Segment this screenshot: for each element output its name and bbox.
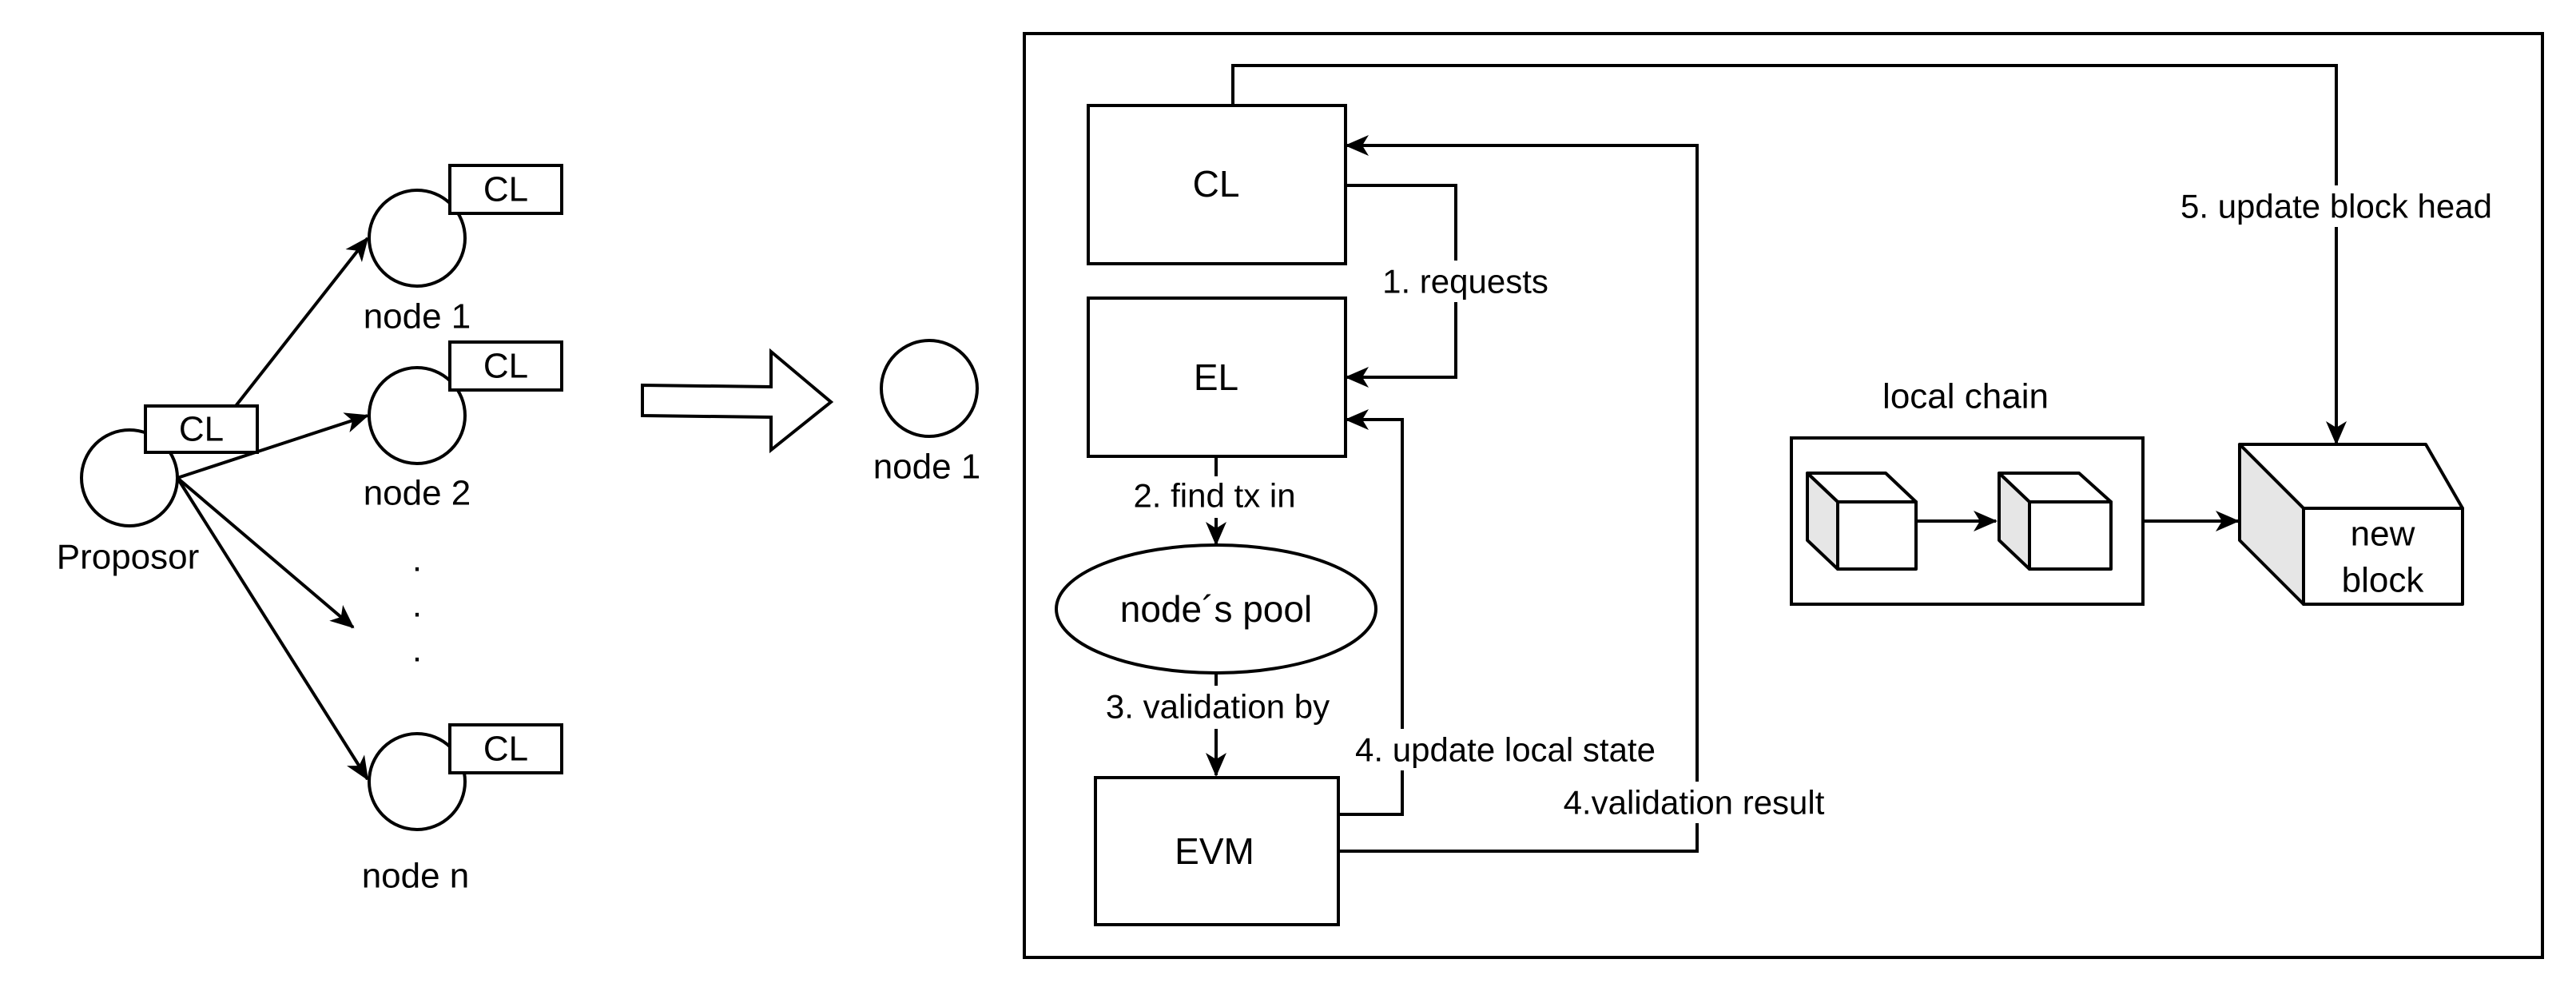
edge-proposer-noden	[176, 476, 369, 781]
node-1-cl-tag: CL	[483, 170, 528, 209]
node-1-label: node 1	[364, 297, 471, 336]
step-validation-by: 3. validation by	[1106, 688, 1330, 726]
chain-block-1	[1806, 472, 1918, 571]
proposer-node: CL	[80, 404, 259, 527]
proposer-cl-tag: CL	[179, 410, 224, 449]
step-validation-result: 4.validation result	[1564, 784, 1825, 822]
step-find-tx: 2. find tx in	[1133, 477, 1295, 515]
pool-label: node´s pool	[1120, 588, 1312, 630]
edge-proposer-node2	[177, 412, 369, 480]
pool-ellipse	[1055, 543, 1377, 675]
zoom-arrow	[641, 348, 834, 454]
flow-validation-result	[1339, 135, 1699, 853]
el-box	[1087, 297, 1347, 458]
el-box-label: EL	[1194, 356, 1238, 398]
edge-proposer-node1	[234, 237, 369, 408]
proposer-label: Proposor	[57, 538, 200, 577]
evm-box-label: EVM	[1175, 830, 1254, 872]
new-block-label-line2: block	[2342, 561, 2425, 600]
node-2: CL	[368, 340, 563, 465]
step-requests: 1. requests	[1382, 263, 1548, 300]
step-update-local-state: 4. update local state	[1355, 731, 1656, 769]
focus-node-label: node 1	[873, 448, 981, 487]
cl-box	[1087, 104, 1347, 265]
flow-update-local-state	[1339, 409, 1404, 816]
node-n-cl-tag: CL	[483, 730, 528, 769]
node-n: CL	[368, 723, 563, 831]
ellipsis-dot-2: .	[412, 586, 422, 625]
ellipsis-dot-1: .	[412, 540, 422, 579]
evm-box	[1094, 776, 1340, 926]
chain-block-2	[1998, 472, 2113, 571]
local-chain-title: local chain	[1882, 377, 2049, 416]
node-1-cl-tag-box	[448, 164, 563, 215]
focus-node-circle	[880, 339, 979, 438]
node-n-cl-tag-box	[448, 723, 563, 774]
node-n-label: node n	[362, 857, 470, 896]
cl-box-label: CL	[1193, 163, 1240, 205]
node-2-label: node 2	[364, 474, 471, 513]
proposer-cl-tag-box	[144, 404, 259, 454]
edge-proposer-ellipsis	[176, 476, 355, 629]
step-update-block-head: 5. update block head	[2180, 188, 2492, 225]
new-block-label-line1: new	[2351, 515, 2415, 554]
node-1: CL	[368, 164, 563, 288]
node-2-cl-tag: CL	[483, 347, 528, 386]
flow-update-block-head	[1231, 64, 2347, 445]
node-2-cl-tag-box	[448, 340, 563, 392]
new-block-cube	[2238, 443, 2464, 606]
ellipsis-dot-3: .	[412, 631, 422, 670]
